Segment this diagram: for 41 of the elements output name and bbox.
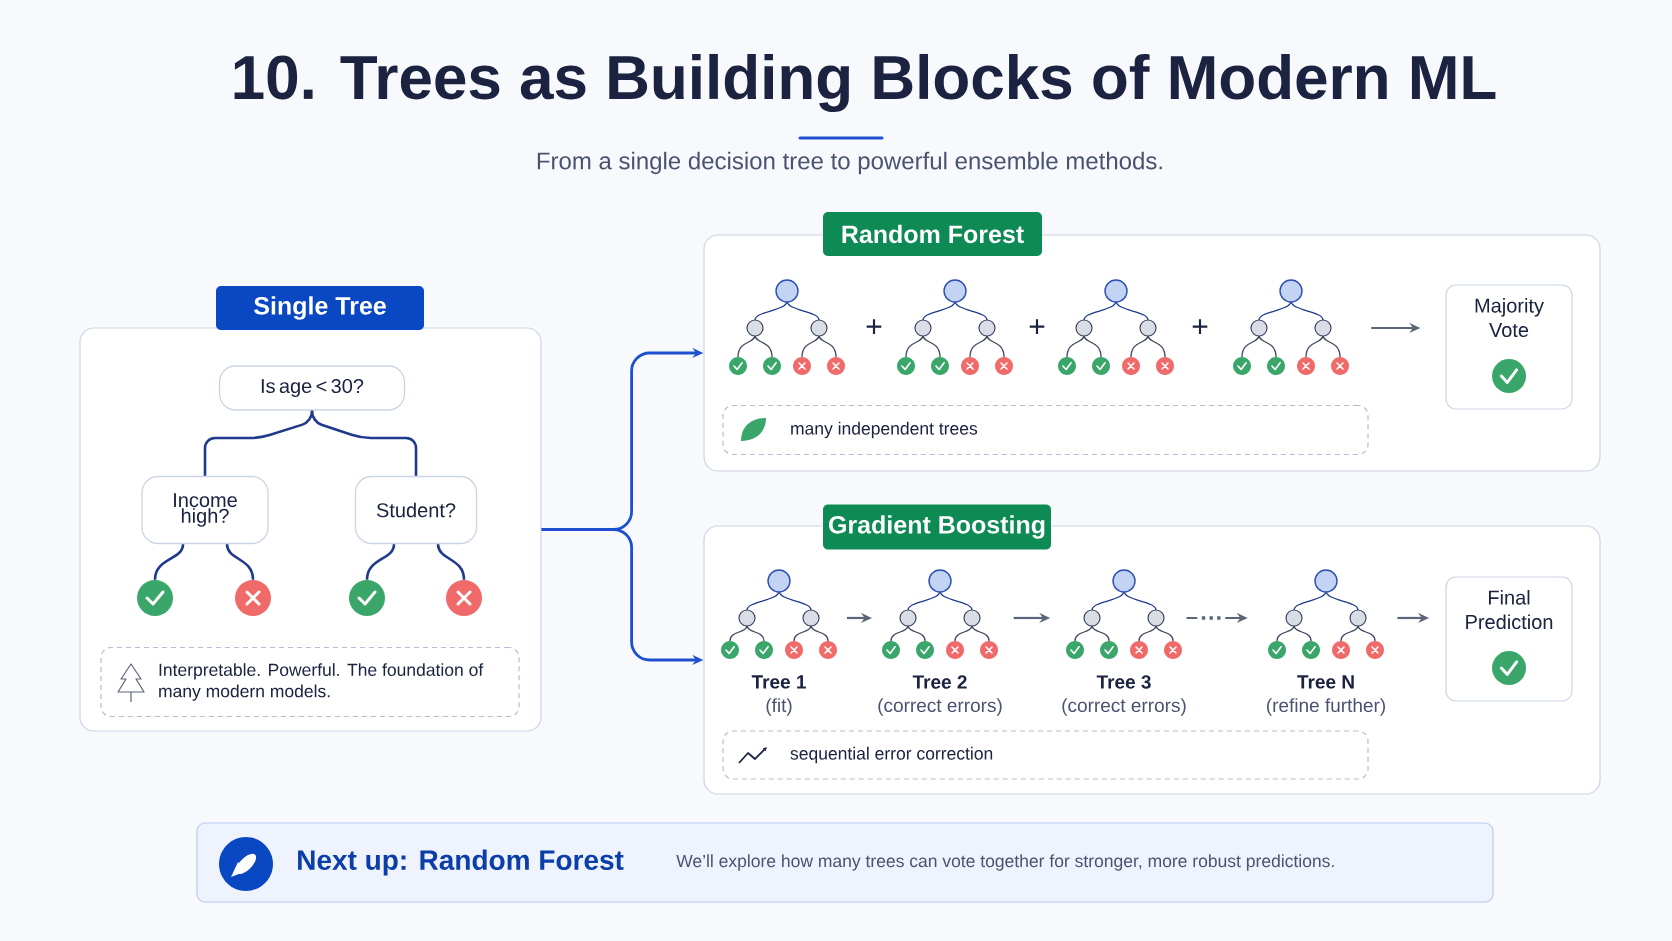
- check-circle: [349, 580, 385, 616]
- check-circle: [137, 580, 173, 616]
- result-box: Final Prediction: [1445, 576, 1573, 702]
- panel-tab: Single Tree: [216, 286, 424, 330]
- edge-label: …: [1197, 614, 1226, 622]
- subtitle: From a single decision tree to powerful ensemble methods.: [537, 151, 1162, 175]
- plus-sign: +: [866, 319, 882, 334]
- connector-line: [365, 543, 396, 580]
- cross-circle: [235, 580, 271, 616]
- tree-label: (refine further): [1267, 698, 1385, 716]
- note-box: Interpretable. Powerful. The foundation of many modern models.: [100, 646, 520, 718]
- tree-label: Tree 1: [751, 675, 806, 689]
- connector-line: [310, 410, 418, 476]
- banner-heading: Next up: Random Forest: [298, 849, 624, 876]
- tree-label: (fit): [766, 698, 792, 716]
- plus-sign: +: [1029, 319, 1045, 334]
- panel-tab: Gradient Boosting: [823, 504, 1051, 550]
- tree-label: Tree 2: [912, 675, 967, 689]
- result-box: Majority Vote: [1445, 284, 1573, 410]
- connector-line: [436, 543, 466, 580]
- connector-line: [153, 543, 185, 580]
- tree-label: Tree N: [1297, 675, 1354, 689]
- note-box: sequential error correction: [722, 730, 1369, 780]
- question-box: Income high?: [141, 475, 269, 545]
- plus-sign: +: [1192, 319, 1208, 334]
- note-box: many independent trees: [722, 404, 1369, 456]
- connector-line: [225, 543, 255, 580]
- question-box: Student?: [354, 475, 478, 545]
- tree-label: (correct errors): [878, 698, 1002, 716]
- title: 10. Trees as Building Blocks of Modern ML: [234, 53, 1496, 112]
- panel-tab: Random Forest: [823, 212, 1042, 256]
- tree-drawing: [1058, 279, 1174, 375]
- tree-drawing: [729, 279, 845, 375]
- question-box: Is age < 30?: [218, 365, 406, 411]
- tree-drawing: [897, 279, 1013, 375]
- banner-text: We’ll explore how many trees can vote together for stronger, more robust predictions.: [676, 854, 1334, 871]
- cross-circle: [446, 580, 482, 616]
- tree-drawing: [1233, 279, 1349, 375]
- tree-label: Tree 3: [1096, 675, 1151, 689]
- connector-line: [203, 410, 314, 476]
- tree-label: (correct errors): [1062, 698, 1186, 716]
